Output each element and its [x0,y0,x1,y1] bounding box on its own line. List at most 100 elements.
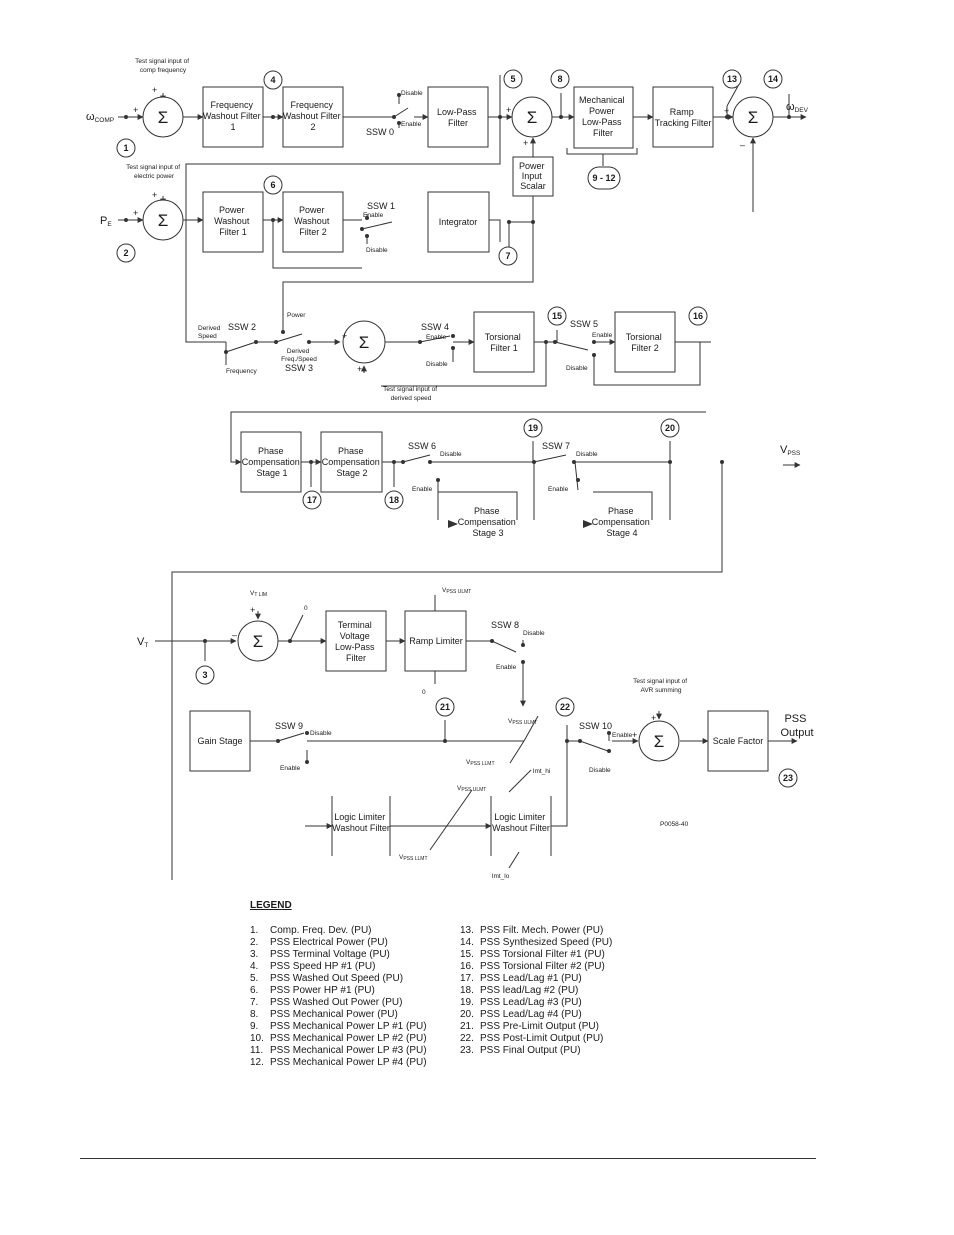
scale-factor-block [707,710,769,772]
integrator-label: Integrator [439,217,478,227]
legend-item: 6.PSS Power HP #1 (PU) [250,985,460,997]
test-signal-derived-speed-label: Test signal input of derived speed [383,386,439,402]
plus-sign: + [133,208,138,218]
test-point-23-label: 23 [783,773,793,783]
test-points: 1 2 3 4 5 6 7 8 9 - 12 13 14 15 16 17 18… [116,69,798,788]
sum-junction-avr [638,720,680,762]
legend-item-text: PSS Mechanical Power LP #1 (PU) [270,1021,427,1032]
torsional-filter-2-block [614,311,676,373]
ssw6-disable-label: Disable [440,451,462,458]
test-point-2 [116,243,136,263]
test-point-17 [302,490,322,510]
legend-item-number: 10. [250,1033,264,1044]
legend-item-text: PSS Mechanical Power (PU) [270,1009,398,1020]
legend-item-number: 2. [250,937,259,948]
sigma-symbol: Σ [654,732,665,751]
plus-sign: + [651,713,656,723]
legend-item-number: 5. [250,973,259,984]
sigma-symbol: Σ [748,108,759,127]
plus-sign: + [724,106,729,116]
vt-signal: VT [137,636,148,649]
pss-output-label: PSS Output [780,713,813,739]
phase-comp-3-input-arrow [448,520,458,528]
zero-limit-label: 0 [422,689,426,696]
legend-item-text: PSS Lead/Lag #3 (PU) [480,997,582,1008]
legend-item: 10.PSS Mechanical Power LP #2 (PU) [250,1033,460,1045]
vpss-signal: VPSS [780,444,801,457]
legend-item-number: 1. [250,925,259,936]
vpss-llmt-signal-ssw: VPSS LLMT [466,759,495,767]
sum-junction-electric-power [142,199,184,241]
plus-sign: + [133,105,138,115]
vpss-ulmt-signal-ramp: VPSS ULMT [442,587,471,595]
logic-limiter-1-outline [331,796,391,856]
ssw3-label: SSW 3 [285,363,313,373]
ssw10-enable-label: Enable [612,732,633,739]
test-point-8 [550,69,570,89]
legend-item: 1. Comp. Freq. Dev. (PU) [250,925,460,937]
legend-item: 13.PSS Filt. Mech. Power (PU) [460,925,670,937]
power-washout-filter-2-block [282,191,344,253]
ssw1-label: SSW 1 [367,201,395,211]
sum-junction-comp-freq [142,96,184,138]
filter-blocks: Frequency Washout Filter 1 Frequency Was… [189,86,814,856]
ssw0-label: SSW 0 [366,127,394,137]
gain-stage-label: Gain Stage [197,736,242,746]
freq-washout-filter-1-block [202,86,264,148]
legend-item: 3.PSS Terminal Voltage (PU) [250,949,460,961]
legend-item-text: PSS lead/Lag #2 (PU) [480,985,579,996]
legend: LEGEND 1.Comp. Freq. Dev. (PU)2.PSS Elec… [250,900,670,1069]
footer-rule [80,1158,816,1159]
phase-comp-stage-1-block [240,431,302,493]
ssw8-enable-label: Enable [496,664,517,671]
phase-comp-stage-2-label: Phase Compensation Stage 2 [322,446,383,478]
legend-item-number: 7. [250,997,259,1008]
plus-sign: + [152,85,157,95]
ramp-limiter-label: Ramp Limiter [409,636,463,646]
phase-comp-stage-2-block [320,431,383,493]
torsional-filter-1-block [473,311,535,373]
test-point-4-label: 4 [270,75,275,85]
plus-sign: + [523,138,528,148]
legend-item-text: PSS Torsional Filter #2 (PU) [480,961,605,972]
test-point-18 [384,490,404,510]
test-point-7-label: 7 [505,251,510,261]
scale-factor-label: Scale Factor [713,736,764,746]
ssw8-disable-label: Disable [523,630,545,637]
legend-item: 15.PSS Torsional Filter #1 (PU) [460,949,670,961]
test-point-3 [195,665,215,685]
legend-item-text: PSS Mechanical Power LP #4 (PU) [270,1057,427,1068]
test-point-16-label: 16 [693,311,703,321]
legend-item-text: PSS Pre-Limit Output (PU) [480,1021,599,1032]
legend-item-number: 11. [250,1045,264,1056]
sum-junction-mech-power [511,96,553,138]
legend-item-text: PSS Synthesized Speed (PU) [480,937,613,948]
legend-item-text: PSS Electrical Power (PU) [270,937,388,948]
legend-item-number: 20. [460,1009,474,1020]
freq-washout-filter-1-label: Frequency Washout Filter 1 [203,100,263,132]
plus-sign: + [342,331,347,341]
ramp-tracking-filter-block [652,86,714,148]
vpss-ulmt-signal-logic: VPSS ULMT [457,785,486,793]
sum-junction-derived-speed [342,320,386,364]
test-point-21 [435,697,455,717]
plus-sign: + [250,605,255,615]
ssw9-label: SSW 9 [275,721,303,731]
legend-item-number: 16. [460,961,474,972]
plus-sign: + [632,730,637,740]
torsional-filter-2-label: Torsional Filter 2 [626,332,665,353]
legend-item-number: 22. [460,1033,474,1044]
legend-item-number: 4. [250,961,259,972]
test-point-22 [555,697,575,717]
mech-power-lp-filter-label: Mechanical Power Low-Pass Filter [579,95,627,138]
legend-item-text: Comp. Freq. Dev. (PU) [270,925,372,936]
legend-item-text: PSS Terminal Voltage (PU) [270,949,390,960]
phase-comp-4-input-arrow [583,520,593,528]
test-point-20 [660,418,680,438]
omega-comp-signal: ωCOMP [86,111,114,124]
test-point-19 [523,418,543,438]
legend-item-number: 18. [460,985,474,996]
torsional-filter-1-label: Torsional Filter 1 [485,332,524,353]
ssw5-label: SSW 5 [570,319,598,329]
ssw0-disable-label: Disable [401,90,423,97]
